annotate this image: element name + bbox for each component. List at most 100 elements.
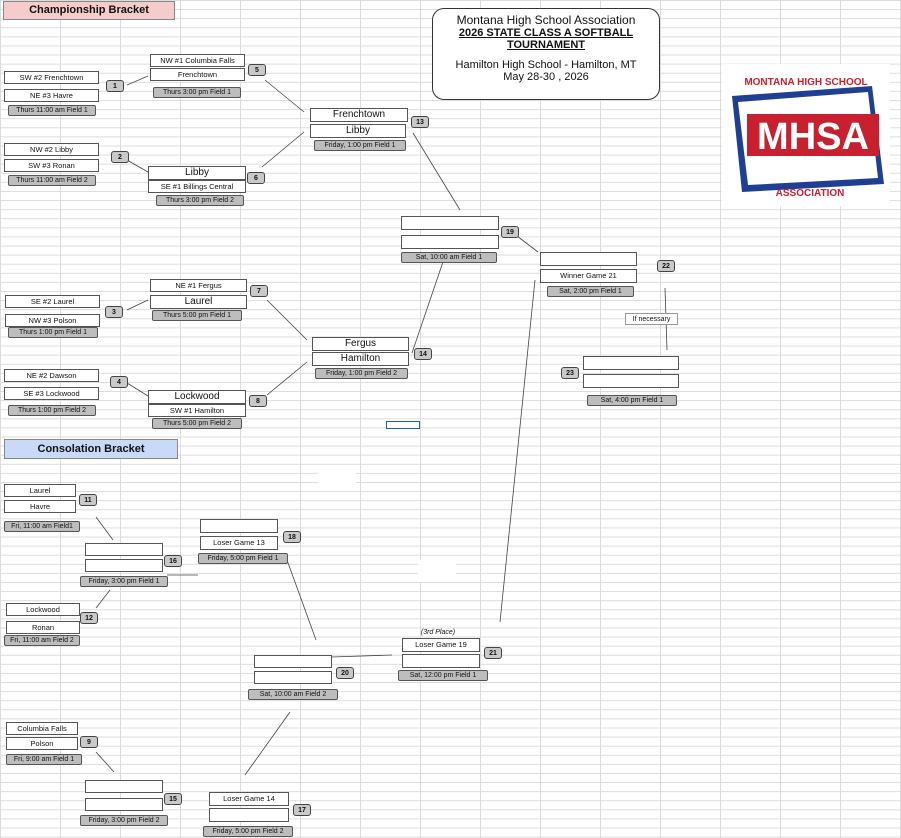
game-number: 16 [164,555,182,567]
team-slot [85,780,163,793]
game-time: Thurs 1:00 pm Field 1 [8,327,98,338]
game-number: 20 [336,667,354,679]
game-number: 15 [164,793,182,805]
team-slot: Laurel [150,295,247,309]
game-time: Friday, 3:00 pm Field 1 [80,576,168,587]
title-event: 2026 STATE CLASS A SOFTBALL [458,26,634,39]
game-number: 4 [110,376,128,388]
team-slot [402,654,480,668]
game-time: Thurs 3:00 pm Field 2 [156,195,244,206]
team-slot: Laurel [4,484,76,497]
team-slot: Columbia Falls [6,722,78,735]
team-slot: NW #3 Polson [5,314,100,327]
team-slot: NE #1 Fergus [150,279,247,292]
game-time: Fri, 11:00 am Field1 [4,521,80,532]
consolation-bracket-header: Consolation Bracket [4,439,178,459]
tournament-title-box: Montana High School Association 2026 STA… [432,8,660,100]
if-necessary-note: If necessary [625,313,678,325]
team-slot: Loser Game 13 [200,536,278,550]
team-slot: Hamilton [312,352,409,366]
game-time: Thurs 11:00 am Field 1 [8,105,96,116]
game-time: Thurs 1:00 pm Field 2 [8,405,96,416]
game-number: 1 [106,80,124,92]
logo-arc-top: MONTANA HIGH SCHOOL [744,77,867,88]
team-slot [401,216,499,230]
team-slot [85,798,163,811]
game-number: 13 [411,116,429,128]
team-slot: Polson [6,737,78,750]
team-slot: SE #1 Billings Central [148,180,246,193]
team-slot: Frenchtown [310,108,408,122]
game-time: Friday, 1:00 pm Field 1 [314,140,406,151]
team-slot: Lockwood [148,390,246,404]
game-number: 6 [247,172,265,184]
team-slot [209,808,289,822]
team-slot: Fergus [312,337,409,351]
game-number: 12 [80,612,98,624]
team-slot: Loser Game 14 [209,792,289,806]
game-time: Friday, 3:00 pm Field 2 [80,815,168,826]
mhsa-logo-graphic: MHSA MONTANA HIGH SCHOOL ASSOCIATION [732,77,884,199]
game-time: Sat, 4:00 pm Field 1 [587,395,677,406]
team-slot: Winner Game 21 [540,269,637,283]
team-slot: Ronan [6,621,80,634]
team-slot: SE #2 Laurel [5,295,100,308]
game-number: 5 [248,64,266,76]
team-slot: NE #2 Dawson [4,369,99,382]
team-slot [540,252,637,266]
selected-cell[interactable] [386,421,420,429]
game-number: 23 [561,367,579,379]
game-number: 22 [657,260,675,272]
game-number: 3 [105,306,123,318]
game-number: 17 [293,804,311,816]
team-slot: SW #2 Frenchtown [4,71,99,84]
team-slot [85,559,163,572]
game-number: 14 [414,348,432,360]
team-slot: Loser Game 19 [402,638,480,652]
logo-banner [747,114,879,156]
title-dates: May 28-30 , 2026 [503,71,589,83]
game-time: Thurs 11:00 am Field 2 [8,175,96,186]
game-time: Fri, 11:00 am Field 2 [4,635,80,646]
title-org: Montana High School Association [456,13,636,27]
game-time: Sat, 10:00 am Field 1 [401,252,497,263]
championship-bracket-header: Championship Bracket [3,1,175,20]
team-slot [200,519,278,533]
team-slot: Lockwood [6,603,80,616]
team-slot: Libby [148,166,246,180]
team-slot: Frenchtown [150,68,245,81]
game-number: 9 [80,736,98,748]
team-slot: Havre [4,500,76,513]
game-number: 2 [111,151,129,163]
game-time: Sat, 10:00 am Field 2 [248,689,338,700]
game-time: Sat, 2:00 pm Field 1 [547,286,634,297]
game-number: 8 [249,395,267,407]
game-time: Friday, 5:00 pm Field 2 [203,826,293,837]
team-slot [254,671,332,684]
game-time: Thurs 5:00 pm Field 1 [152,310,242,321]
third-place-label: (3rd Place) [420,629,456,636]
logo-arc-bottom: ASSOCIATION [776,188,845,199]
game-number: 11 [79,494,97,506]
game-number: 19 [501,226,519,238]
game-time: Fri, 9:00 am Field 1 [6,754,82,765]
team-slot: SE #3 Lockwood [4,387,99,400]
team-slot [85,543,163,556]
game-number: 18 [283,531,301,543]
mhsa-logo: MHSA MONTANA HIGH SCHOOL ASSOCIATION [722,64,890,206]
game-time: Sat, 12:00 pm Field 1 [398,670,488,681]
team-slot: NW #2 Libby [4,143,99,156]
team-slot: Libby [310,124,406,138]
team-slot [401,235,499,249]
game-time: Thurs 5:00 pm Field 2 [152,418,242,429]
team-slot: NW #1 Columbia Falls [150,54,245,67]
title-venue: Hamilton High School - Hamilton, MT [455,58,637,71]
team-slot [583,356,679,370]
game-time: Friday, 5:00 pm Field 1 [198,553,288,564]
game-time: Thurs 3:00 pm Field 1 [153,87,241,98]
title-event-2: TOURNAMENT [506,39,585,51]
logo-mhsa-text: MHSA [757,116,869,158]
team-slot [254,655,332,668]
team-slot: NE #3 Havre [4,89,99,102]
game-number: 21 [484,647,502,659]
